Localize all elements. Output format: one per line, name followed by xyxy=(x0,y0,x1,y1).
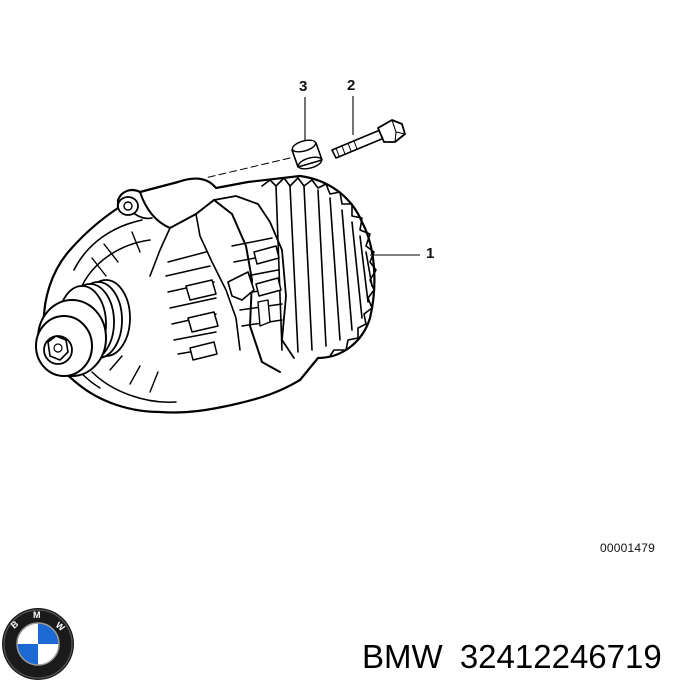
callout-part-1: 1 xyxy=(426,245,435,262)
pulley xyxy=(35,279,131,377)
caption-brand: BMW xyxy=(362,638,443,675)
diagram-code: 00001479 xyxy=(600,541,655,555)
cooling-fins xyxy=(261,177,377,357)
callout-part-2: 2 xyxy=(347,77,356,94)
svg-text:B: B xyxy=(9,618,21,630)
part-caption: BMW 32412246719 xyxy=(362,638,662,676)
vent-slots xyxy=(165,237,283,361)
callout-part-3: 3 xyxy=(299,78,308,95)
bolt-part xyxy=(331,119,406,159)
caption-part-number: 32412246719 xyxy=(459,638,662,675)
svg-text:M: M xyxy=(33,610,41,620)
bmw-logo: B M W xyxy=(2,608,74,680)
sleeve-part xyxy=(291,139,323,170)
